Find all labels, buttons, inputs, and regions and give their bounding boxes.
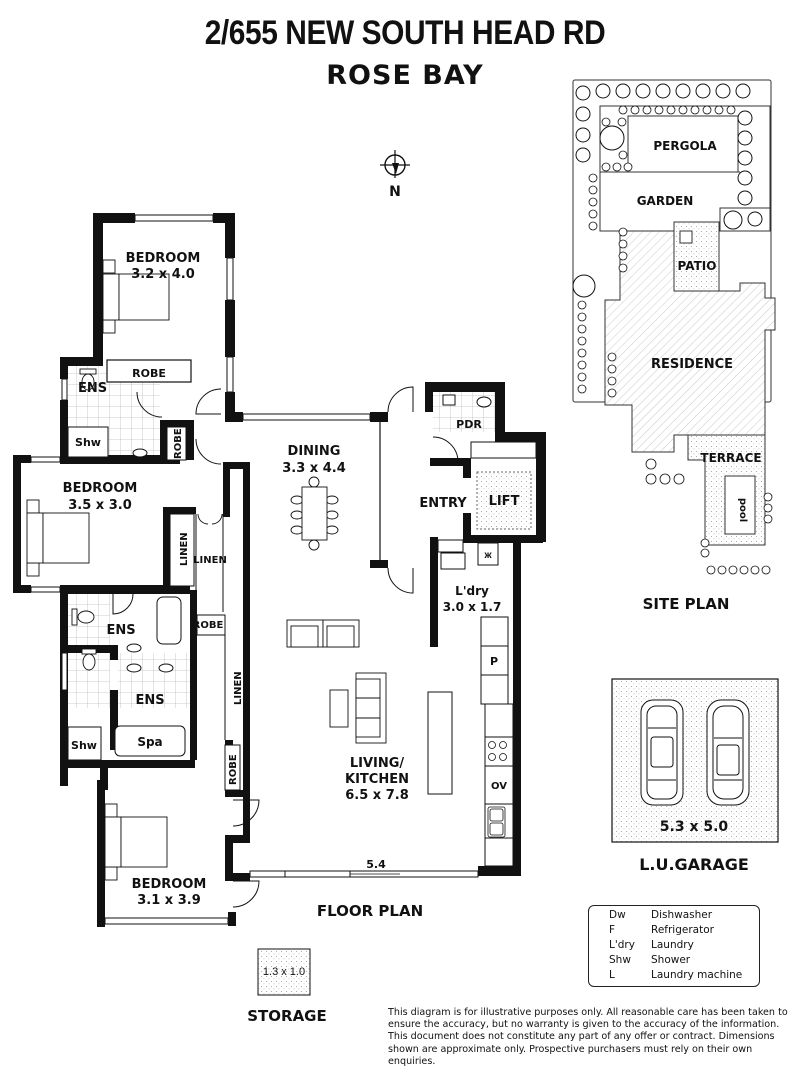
door-swing	[136, 391, 163, 418]
bathtub-icon	[156, 596, 182, 645]
shower-1	[67, 426, 109, 458]
robe-2	[166, 426, 187, 461]
robe-1-label: ROBE	[132, 367, 166, 380]
north-label: N	[389, 184, 401, 200]
robe-4-label: ROBE	[228, 754, 239, 785]
armchairs-icon	[286, 619, 360, 648]
living-kitchen-label: LIVING/	[350, 756, 405, 771]
robe-2-label: ROBE	[173, 428, 184, 459]
lift-label: LIFT	[489, 494, 520, 509]
laundry-machine-icon	[477, 542, 499, 566]
linen-1-label: LINEN	[179, 532, 190, 566]
kitchen-sink-icon	[487, 806, 506, 838]
pool-label: pool	[737, 498, 748, 522]
toilet-icon	[71, 608, 95, 626]
patio-label: PATIO	[678, 259, 717, 273]
living-kitchen-size: 6.5 x 7.8	[345, 788, 409, 803]
svg-text:KITCHEN: KITCHEN	[345, 772, 409, 787]
north-arrow-icon	[380, 150, 410, 178]
terrace-label: TERRACE	[700, 451, 761, 465]
robe-1	[106, 359, 192, 383]
cooktop-icon	[488, 741, 507, 761]
door-swing	[195, 388, 222, 415]
dimension-label: 5.4	[366, 858, 386, 871]
toilet-icon	[81, 648, 97, 671]
shower-2	[67, 726, 102, 761]
ensuite-1-label: ENS	[78, 381, 107, 396]
disclaimer-text: This diagram is for illustrative purpose…	[388, 1007, 788, 1067]
basin-icon	[132, 448, 148, 458]
garage-caption: L.U.GARAGE	[639, 855, 749, 874]
car-icon	[640, 699, 750, 806]
linen-2-label: LINEN	[193, 555, 227, 566]
robe-4	[224, 744, 241, 791]
shower-2-label: Shw	[71, 739, 97, 752]
laundry-label: L'dry	[455, 584, 489, 598]
laundry-tub-icon	[440, 552, 466, 570]
bedroom-1-size: 3.2 x 4.0	[131, 267, 195, 282]
spa-label: Spa	[137, 735, 162, 749]
storage-caption: STORAGE	[247, 1007, 327, 1025]
site-plan	[572, 79, 776, 575]
basin-icon	[126, 643, 142, 653]
svg-text:ж: ж	[483, 550, 492, 561]
kitchen-counter	[480, 616, 514, 867]
storage-size: 1.3 x 1.0	[263, 966, 305, 978]
bed-icon	[26, 499, 90, 577]
garage-box	[611, 678, 779, 843]
bedroom-1-label: BEDROOM	[126, 251, 201, 266]
property-address-title: 2/655 NEW SOUTH HEAD RD	[204, 14, 606, 52]
spa-bath	[114, 725, 186, 757]
oven-label: OV	[491, 781, 507, 792]
floor-plan-walls	[13, 213, 546, 927]
bed-icon	[104, 803, 168, 881]
ensuite-2-label: ENS	[106, 623, 135, 638]
floor-plan-caption: FLOOR PLAN	[317, 902, 423, 920]
garden-label: GARDEN	[637, 194, 694, 208]
residence-label: RESIDENCE	[651, 357, 733, 372]
suburb-subtitle: ROSE BAY	[326, 60, 484, 91]
lift	[476, 471, 532, 530]
robe-3-label: ROBE	[193, 620, 224, 631]
bedroom-3-size: 3.1 x 3.9	[137, 893, 201, 908]
bedroom-2-size: 3.5 x 3.0	[68, 498, 132, 513]
basin-icon	[158, 663, 174, 673]
linen-3-label: LINEN	[233, 671, 244, 705]
basin-icon	[126, 663, 142, 673]
entry-label: ENTRY	[419, 496, 467, 511]
pantry-label: P	[490, 655, 498, 668]
dining-table-icon	[290, 476, 339, 551]
toilet-icon	[476, 396, 492, 408]
pdr-label: PDR	[456, 418, 482, 431]
bedroom-2-label: BEDROOM	[63, 481, 138, 496]
robe-3	[196, 614, 226, 636]
kitchen-island	[427, 691, 453, 795]
dining-size: 3.3 x 4.4	[282, 461, 346, 476]
ensuite-3-label: ENS	[135, 693, 164, 708]
basin-icon	[442, 394, 456, 406]
shower-1-label: Shw	[75, 436, 101, 449]
site-plan-caption: SITE PLAN	[643, 595, 730, 613]
toilet-icon	[79, 368, 97, 391]
garage-size: 5.3 x 5.0	[660, 819, 729, 835]
linen-1	[169, 513, 195, 587]
bedroom-3-label: BEDROOM	[132, 877, 207, 892]
storage-box	[257, 948, 311, 996]
bed-icon	[102, 259, 170, 334]
laundry-size: 3.0 x 1.7	[443, 600, 502, 614]
ensuite-3-floor	[118, 653, 190, 708]
sofa-icon	[329, 672, 387, 744]
dining-label: DINING	[288, 444, 341, 459]
pergola-label: PERGOLA	[653, 139, 717, 153]
fridge-icon	[437, 539, 464, 553]
